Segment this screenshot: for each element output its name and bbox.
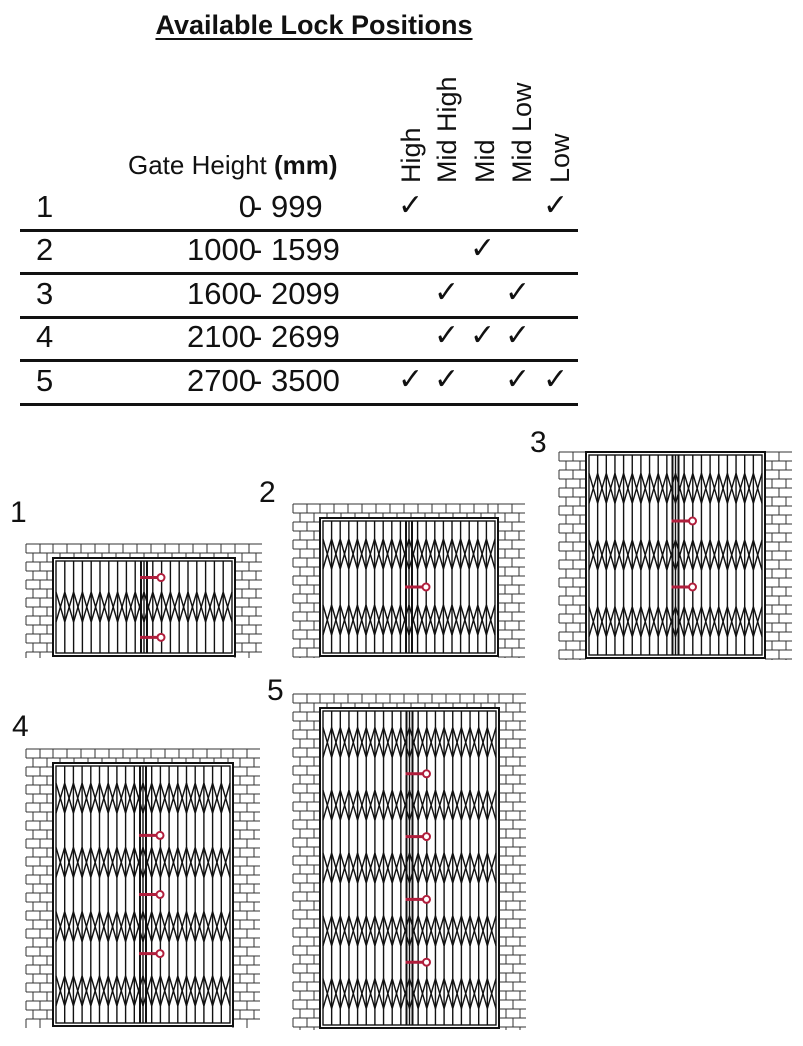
gate-height-header: Gate Height (mm) [128,150,338,181]
range-separator: - [252,319,263,354]
gate-diagram-3 [558,451,792,660]
row-number: 1 [36,189,54,224]
gate-diagram-2 [292,503,525,658]
gate-diagram-4 [25,748,260,1028]
diagram-label-4: 4 [12,710,29,743]
height-from: 1000 [187,232,256,267]
row-number: 5 [36,363,54,398]
table-row: 2 1000- 1599 ✓ [20,229,578,275]
table-row: 5 2700- 3500 ✓ ✓ ✓ ✓ [20,360,578,406]
check-mark: ✓ [434,319,460,352]
check-mark: ✓ [505,363,531,396]
height-to: 2699 [270,319,340,354]
row-number: 2 [36,232,54,267]
diagram-label-2: 2 [259,476,276,509]
table-row: 3 1600- 2099 ✓ ✓ [20,273,578,319]
check-mark: ✓ [398,189,424,222]
unit-label: (mm) [273,150,338,180]
gate-height-label: Gate Height [128,150,267,180]
range-separator: - [252,189,263,224]
range-separator: - [252,363,263,398]
page-title: Available Lock Positions [155,10,473,40]
check-mark: ✓ [398,363,424,396]
diagram-label-5: 5 [267,674,284,707]
height-to: 2099 [270,276,340,311]
height-to: 999 [270,189,323,224]
height-from: 1600 [187,276,256,311]
height-to: 3500 [270,363,340,398]
gate-diagram-5 [292,693,526,1030]
height-from: 2100 [187,319,256,354]
diagram-label-3: 3 [530,426,547,459]
height-to: 1599 [270,232,340,267]
column-header-2: Mid [470,139,500,183]
diagram-label-1: 1 [10,496,27,529]
gate-diagram-1 [25,543,262,658]
check-mark: ✓ [543,363,569,396]
column-header-1: Mid High [432,76,462,183]
range-separator: - [252,276,263,311]
check-mark: ✓ [434,363,460,396]
range-separator: - [252,232,263,267]
table-row: 1 0- 999 ✓ ✓ [20,186,578,232]
row-number: 3 [36,276,54,311]
column-header-0: High [396,127,426,183]
check-mark: ✓ [470,319,496,352]
column-header-3: Mid Low [507,82,537,183]
row-number: 4 [36,319,54,354]
check-mark: ✓ [505,319,531,352]
check-mark: ✓ [470,232,496,265]
height-from: 0 [238,189,256,224]
check-mark: ✓ [543,189,569,222]
check-mark: ✓ [434,276,460,309]
column-header-4: Low [545,133,575,183]
table-row: 4 2100- 2699 ✓ ✓ ✓ [20,316,578,362]
check-mark: ✓ [505,276,531,309]
height-from: 2700 [187,363,256,398]
